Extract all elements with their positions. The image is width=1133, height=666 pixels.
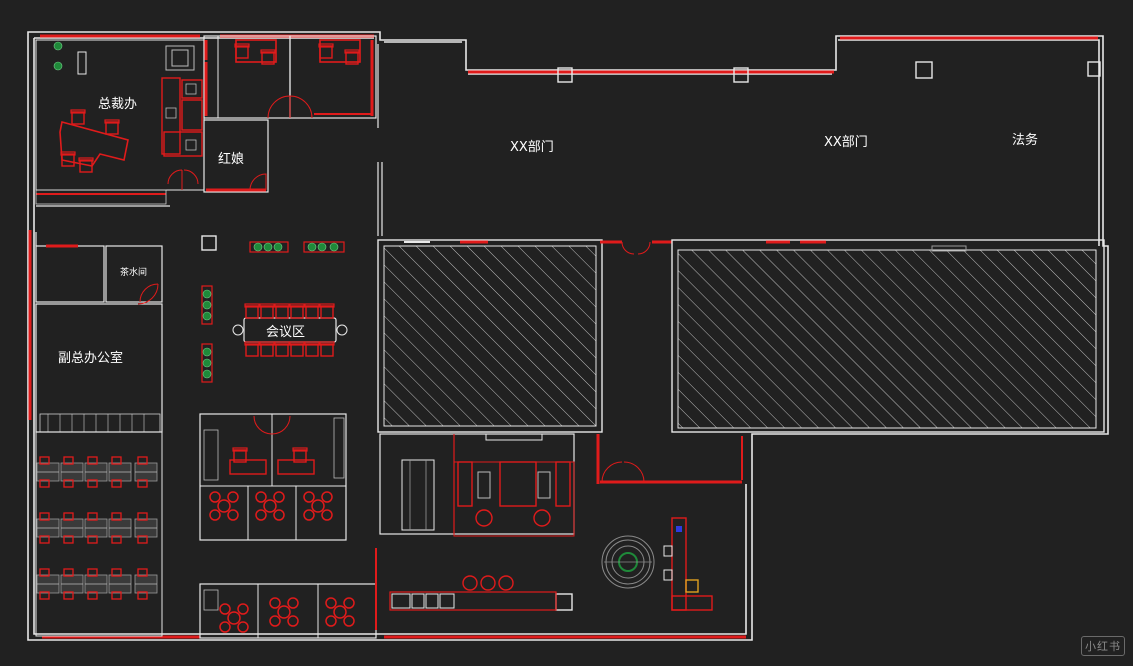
room-label-tea-room: 茶水间 — [120, 266, 147, 278]
interior-walls — [35, 44, 383, 246]
bar-area — [601, 517, 713, 611]
department-left: XX部门 — [377, 140, 672, 433]
room-label-matchmaker: 红娘 — [218, 151, 244, 167]
bottom-small-rooms — [199, 548, 377, 639]
top-small-offices — [203, 35, 377, 119]
room-label-dept-right: XX部门 — [824, 135, 868, 150]
room-label-ceo-office: 总裁办 — [98, 96, 137, 112]
columns — [201, 61, 1101, 611]
center-small-offices — [199, 413, 347, 541]
watermark: 小红书 — [1081, 636, 1125, 656]
room-label-meeting-area: 会议区 — [266, 325, 305, 340]
meeting-area: 会议区 — [201, 241, 348, 383]
ceo-office: 总裁办 — [35, 39, 205, 205]
room-label-dept-left: XX部门 — [510, 140, 554, 155]
open-workstations — [35, 431, 163, 637]
tea-room: 茶水间 — [35, 244, 163, 303]
room-label-legal: 法务 — [1012, 132, 1038, 148]
reception-lounge — [379, 433, 743, 611]
vice-office: 副总办公室 — [35, 283, 163, 433]
room-label-vice-office: 副总办公室 — [58, 350, 123, 366]
matchmaker-room: 红娘 — [203, 119, 269, 193]
department-right: XX部门 法务 — [671, 132, 1105, 433]
